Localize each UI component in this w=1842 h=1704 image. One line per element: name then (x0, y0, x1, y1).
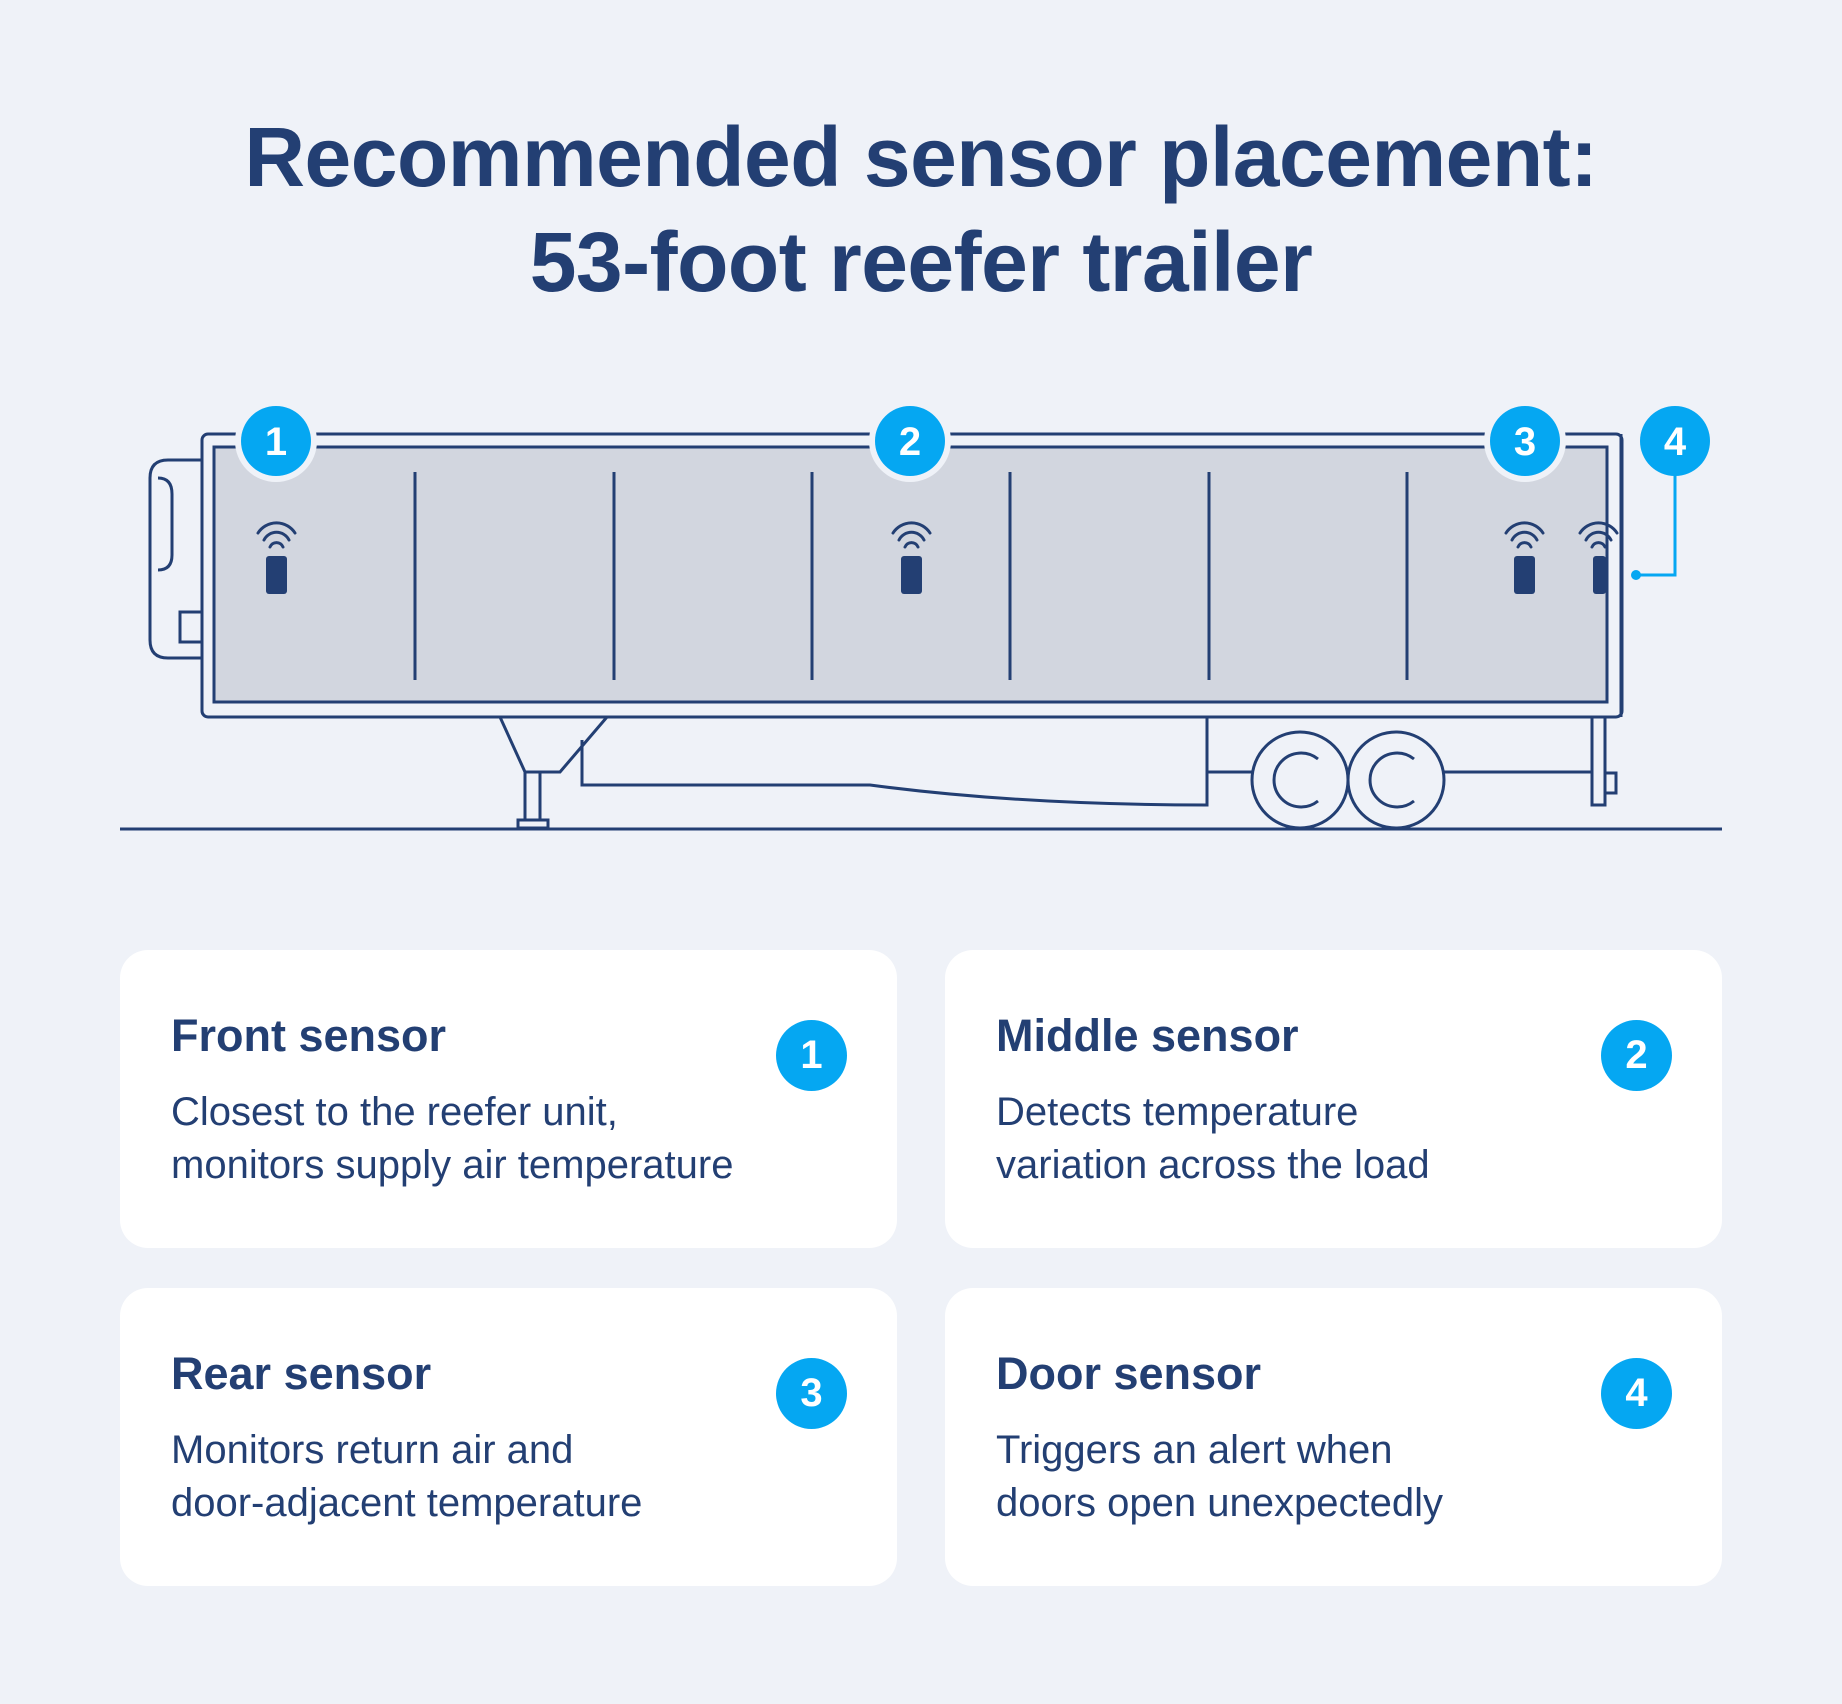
card-door-sensor: Door sensor Triggers an alert when doors… (945, 1288, 1722, 1586)
card-number-badge: 4 (1601, 1358, 1672, 1429)
title-line-2: 53-foot reefer trailer (529, 215, 1313, 309)
marker-3: 3 (1484, 400, 1566, 482)
card-front-sensor: Front sensor Closest to the reefer unit,… (120, 950, 897, 1248)
card-description: Triggers an alert when doors open unexpe… (996, 1428, 1443, 1525)
card-rear-sensor: Rear sensor Monitors return air and door… (120, 1288, 897, 1586)
middle-sensor-icon (891, 521, 932, 594)
wheel (1250, 730, 1350, 830)
trailer-wheels (1250, 730, 1446, 830)
card-number-badge: 1 (776, 1020, 847, 1091)
svg-text:3: 3 (1514, 420, 1536, 464)
card-title: Rear sensor (171, 1348, 432, 1399)
svg-text:1: 1 (265, 420, 287, 464)
card-title: Door sensor (996, 1348, 1262, 1399)
door-sensor-connector-dot (1631, 570, 1641, 580)
trailer-chassis (498, 715, 1618, 830)
sensor-cards: Front sensor Closest to the reefer unit,… (120, 950, 1722, 1586)
card-description: Closest to the reefer unit, monitors sup… (171, 1090, 734, 1187)
rear-sensor-icon (1504, 521, 1545, 594)
marker-4: 4 (1640, 406, 1710, 476)
svg-text:4: 4 (1664, 420, 1687, 464)
door-sensor-connector (1636, 472, 1677, 577)
front-sensor-icon (256, 521, 297, 594)
wheel (1346, 730, 1446, 830)
card-description: Monitors return air and door-adjacent te… (171, 1428, 643, 1525)
card-title: Front sensor (171, 1010, 447, 1061)
trailer-diagram: 1 2 3 4 (120, 400, 1722, 831)
card-number-badge: 3 (776, 1358, 847, 1429)
card-middle-sensor: Middle sensor Detects temperature variat… (945, 950, 1722, 1248)
door-sensor-icon (1578, 521, 1619, 594)
card-title: Middle sensor (996, 1010, 1299, 1061)
card-number-badge: 2 (1601, 1020, 1672, 1091)
marker-2: 2 (869, 400, 951, 482)
reefer-unit (148, 458, 204, 660)
title-line-1: Recommended sensor placement: (244, 110, 1598, 204)
page-title: Recommended sensor placement: 53-foot re… (0, 105, 1842, 315)
marker-1: 1 (235, 400, 317, 482)
svg-text:2: 2 (899, 420, 921, 464)
trailer-panel-lines (413, 472, 1409, 680)
card-description: Detects temperature variation across the… (996, 1090, 1430, 1187)
